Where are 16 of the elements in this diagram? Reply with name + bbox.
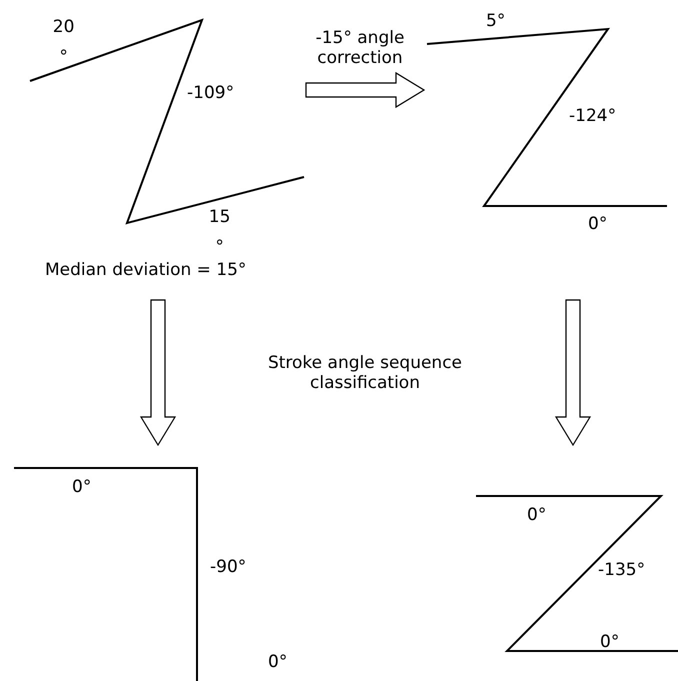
angle-label: 20 ° (52, 16, 76, 69)
angle-label: -109° (187, 84, 234, 104)
angle-label: 0° (600, 633, 620, 653)
angle-label: 0° (72, 478, 92, 498)
hollow-arrow (554, 299, 592, 446)
hollow-arrow (305, 72, 426, 108)
angle-label: 15 ° (208, 206, 232, 259)
angle-label: 5° (486, 12, 506, 32)
angle-label: -90° (210, 558, 246, 578)
angle-label: 0° (588, 215, 608, 235)
angle-label: 0° (268, 653, 288, 673)
hollow-arrow (140, 299, 176, 446)
angle-label: 0° (527, 506, 546, 526)
angle-label: -135° (598, 561, 646, 581)
node-label: Median deviation = 15° (45, 261, 246, 281)
angle-label: -124° (569, 107, 616, 127)
